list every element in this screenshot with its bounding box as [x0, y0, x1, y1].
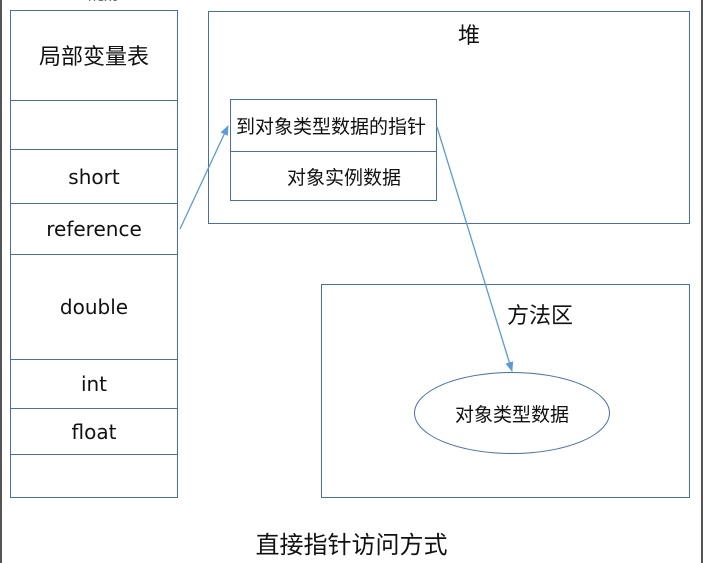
stack-slot-empty	[10, 101, 178, 150]
heap-title: 堆	[458, 24, 481, 49]
stack-slot-label: reference	[46, 217, 142, 241]
stack-slot-empty	[10, 455, 178, 498]
local-variable-table-title-text: 局部变量表	[38, 45, 149, 70]
cropped-text-fragment: next	[88, 0, 148, 4]
stack-slot-double: double	[10, 255, 178, 360]
diagram-caption: 直接指针访问方式	[255, 531, 448, 559]
method-area-title: 方法区	[507, 304, 574, 329]
frame-edge	[0, 0, 2, 563]
stack-slot-int: int	[10, 360, 178, 409]
type-pointer-cell: 到对象类型数据的指针	[230, 99, 437, 152]
frame-edge	[701, 0, 703, 563]
stack-slot-short: short	[10, 150, 178, 204]
object-type-data-text: 对象类型数据	[454, 403, 569, 426]
local-variable-table-title: 局部变量表	[10, 10, 178, 101]
type-pointer-text: 到对象类型数据的指针	[236, 115, 427, 138]
instance-data-text: 对象实例数据	[287, 167, 402, 189]
stack-slot-label: short	[68, 164, 120, 189]
stack-slot-float: float	[10, 409, 178, 455]
instance-data-cell: 对象实例数据	[230, 152, 437, 201]
object-type-data-ellipse: 对象类型数据	[414, 372, 610, 454]
stack-slot-label: double	[59, 295, 129, 319]
stack-slot-reference: reference	[10, 204, 178, 255]
stack-slot-label: float	[71, 419, 117, 444]
stack-slot-label: int	[80, 372, 108, 396]
